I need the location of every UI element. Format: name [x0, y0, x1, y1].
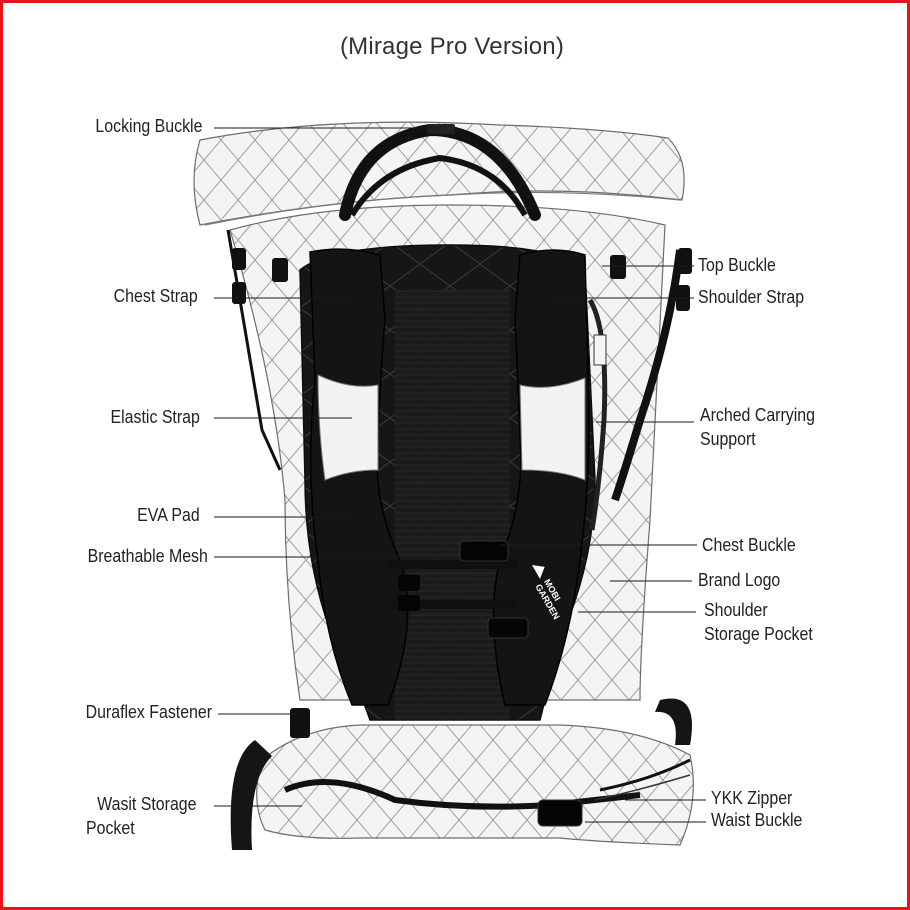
label-waist-pocket-2: Pocket	[86, 817, 135, 838]
diagram-title: (Mirage Pro Version)	[339, 33, 565, 60]
label-eva-pad: EVA Pad	[137, 504, 200, 525]
label-brand-logo: Brand Logo	[698, 569, 781, 590]
label-waist-buckle: Waist Buckle	[711, 809, 803, 830]
label-arched-2: Support	[700, 428, 756, 449]
label-chest-strap: Chest Strap	[113, 285, 198, 306]
label-arched-1: Arched Carrying	[700, 404, 815, 425]
label-breathable-mesh: Breathable Mesh	[87, 545, 208, 566]
label-shoulder-pocket-1: Shoulder	[704, 599, 768, 620]
hip-belt-body	[256, 724, 694, 846]
label-duraflex-fastener: Duraflex Fastener	[85, 701, 212, 722]
arched-frame-rod	[587, 298, 608, 531]
waist-buckle	[537, 799, 583, 827]
label-locking-buckle: Locking Buckle	[94, 115, 202, 136]
label-chest-buckle: Chest Buckle	[702, 534, 796, 555]
label-elastic-strap: Elastic Strap	[110, 406, 200, 427]
center-mesh	[395, 290, 510, 720]
right-shoulder-strap	[492, 249, 590, 706]
label-shoulder-strap: Shoulder Strap	[698, 286, 805, 307]
label-shoulder-pocket-2: Storage Pocket	[704, 623, 813, 644]
label-ykk-zipper: YKK Zipper	[711, 787, 793, 808]
leader-lines	[214, 127, 706, 823]
label-top-buckle: Top Buckle	[698, 254, 776, 275]
left-shoulder-strap	[309, 248, 409, 706]
chest-buckle	[459, 540, 509, 562]
label-waist-pocket-1: Wasit Storage	[96, 793, 196, 814]
